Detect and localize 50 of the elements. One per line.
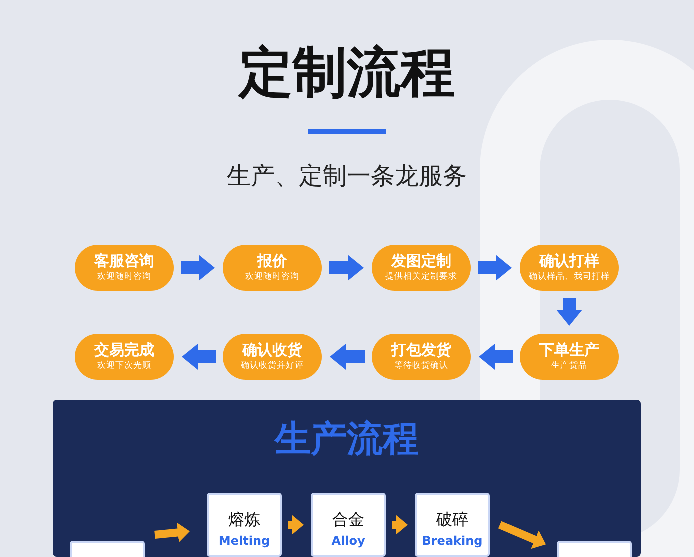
step-title: 确认打样 — [538, 252, 600, 271]
page-title: 定制流程 — [237, 40, 456, 106]
step-pill — [75, 334, 174, 380]
step-note: 提供相关定制要求 — [384, 271, 458, 283]
step-pill — [223, 334, 322, 380]
step-title: 报价 — [256, 252, 288, 271]
arrow — [556, 298, 582, 326]
arrow — [288, 515, 304, 535]
step-pill — [520, 245, 619, 291]
process-box — [207, 493, 282, 557]
step-note: 等待收货确认 — [394, 360, 450, 372]
step-note: Melting — [218, 533, 272, 550]
arrow — [330, 344, 365, 370]
step-title: 确认收货 — [241, 341, 304, 360]
step-note: 欢迎随时咨询 — [96, 271, 152, 283]
step-title: 交易完成 — [94, 341, 156, 360]
step-note: 确认样品、我司打样 — [528, 271, 611, 283]
step-title: 下单生产 — [538, 341, 600, 360]
step-pill — [372, 334, 471, 380]
step-title: 客服咨询 — [94, 252, 156, 271]
step-pill — [520, 334, 619, 380]
step-title: 发图定制 — [390, 252, 452, 271]
panel — [53, 400, 641, 557]
arrow — [498, 521, 546, 550]
arrow — [392, 515, 408, 535]
step-note: 确认收货并好评 — [240, 360, 305, 372]
step-note: Alloy — [330, 533, 366, 550]
step-title: 打包发货 — [390, 341, 452, 360]
process-box — [311, 493, 386, 557]
step-title: 合金 — [332, 509, 366, 531]
arrow — [154, 522, 190, 543]
step-pill — [223, 245, 322, 291]
step-title: 熔炼 — [228, 509, 262, 531]
arrow — [181, 255, 215, 281]
arrow — [479, 344, 513, 370]
panel-title: 生产流程 — [273, 418, 420, 462]
arrow — [478, 255, 512, 281]
process-box — [415, 493, 490, 557]
process-box — [70, 541, 145, 557]
arrow — [182, 344, 216, 370]
step-pill — [372, 245, 471, 291]
step-note: 欢迎随时咨询 — [244, 271, 300, 283]
step-pill — [75, 245, 174, 291]
process-box — [557, 541, 632, 557]
step-note: 生产货品 — [550, 360, 588, 372]
step-note: Breaking — [421, 533, 484, 550]
arrow — [329, 255, 364, 281]
step-note: 欢迎下次光顾 — [96, 360, 152, 372]
step-title: 破碎 — [436, 509, 470, 531]
subtitle: 生产、定制一条龙服务 — [226, 161, 468, 192]
